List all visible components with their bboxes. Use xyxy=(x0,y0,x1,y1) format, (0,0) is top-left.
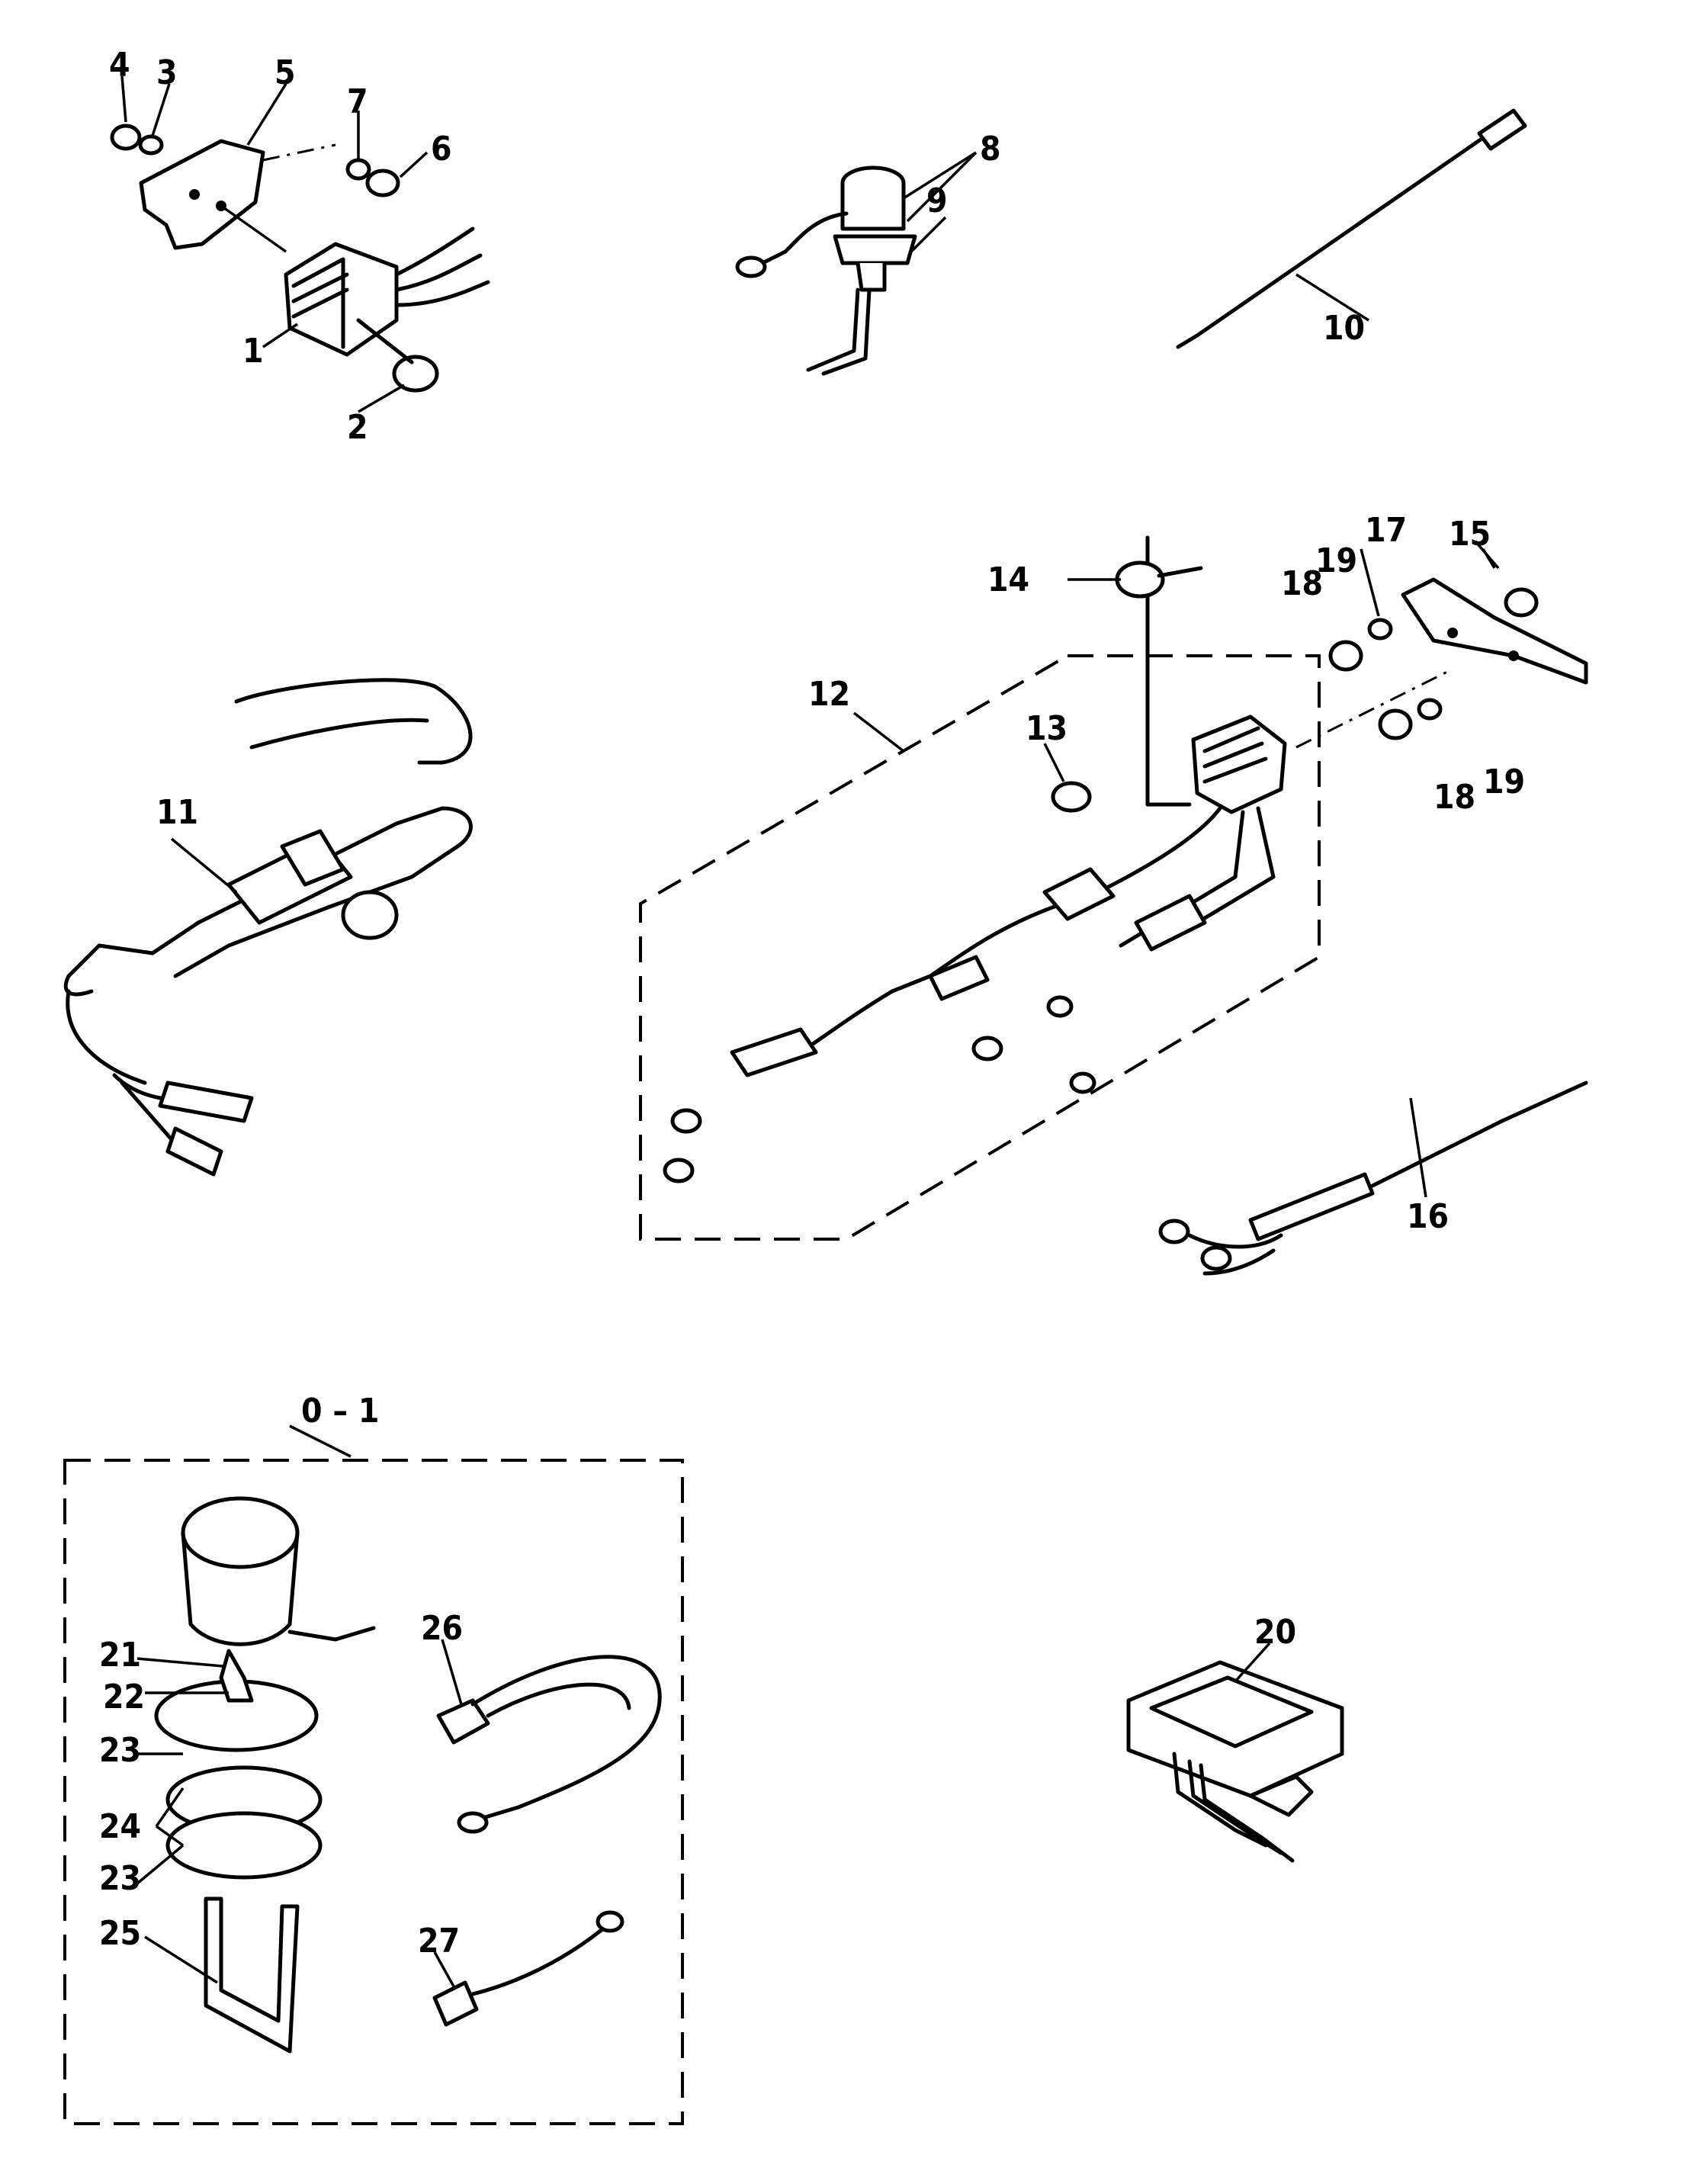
callout-7: 7 xyxy=(347,82,368,121)
callout-18-upper: 18 xyxy=(1281,564,1323,603)
lead-wire-16 xyxy=(1158,1081,1588,1276)
lead-wire-10 xyxy=(1176,108,1527,349)
callout-3: 3 xyxy=(156,53,178,92)
screw-2 xyxy=(392,355,439,393)
mounting-bracket-17 xyxy=(1295,540,1588,749)
callout-13: 13 xyxy=(1026,709,1068,748)
kit-outline-12 xyxy=(639,654,1321,1241)
callout-10: 10 xyxy=(1323,309,1365,348)
washer-7 xyxy=(345,158,371,181)
callout-20: 20 xyxy=(1254,1613,1296,1652)
screw-6 xyxy=(365,169,400,197)
callout-26: 26 xyxy=(421,1609,463,1648)
gauge-kit-0-1 xyxy=(63,1424,684,2125)
callout-16: 16 xyxy=(1407,1197,1449,1236)
callout-19-lower: 19 xyxy=(1483,763,1525,801)
regulator-kit-12 xyxy=(639,535,1321,1241)
callout-24: 24 xyxy=(99,1807,141,1846)
callout-1: 1 xyxy=(242,332,264,371)
callout-23-lower: 23 xyxy=(99,1859,141,1898)
washer-19-lower xyxy=(1417,698,1443,721)
callout-5: 5 xyxy=(274,53,296,92)
bolt-18-lower xyxy=(1378,708,1413,740)
callout-2: 2 xyxy=(347,408,368,447)
washer-19-upper xyxy=(1367,618,1393,641)
callout-8: 8 xyxy=(980,130,1001,169)
bracket-25 xyxy=(204,1896,300,2054)
mounting-bracket xyxy=(139,139,265,250)
callout-21: 21 xyxy=(99,1636,141,1675)
bolt-18-upper xyxy=(1328,640,1363,672)
washer-3 xyxy=(138,134,164,156)
callout-0-1: 0 – 1 xyxy=(301,1392,379,1431)
nut-15 xyxy=(1504,587,1539,618)
callout-18-lower: 18 xyxy=(1434,778,1475,817)
wiring-harness-11 xyxy=(63,678,473,1177)
kit-outline-0-1 xyxy=(63,1459,684,2125)
callout-17: 17 xyxy=(1365,511,1407,550)
rectifier-assembly xyxy=(110,75,490,413)
callout-labels: 4 3 5 7 6 1 2 8 9 10 11 12 13 14 15 16 1… xyxy=(99,46,1525,1961)
callout-12: 12 xyxy=(808,675,850,714)
grommet-13 xyxy=(1051,781,1092,813)
callout-4: 4 xyxy=(109,46,130,85)
callout-25: 25 xyxy=(99,1914,141,1953)
callout-6: 6 xyxy=(431,130,452,169)
callout-22: 22 xyxy=(103,1678,145,1716)
screw-14 xyxy=(1115,560,1165,599)
callout-14: 14 xyxy=(987,560,1029,599)
callout-27: 27 xyxy=(418,1922,460,1961)
callout-23-upper: 23 xyxy=(99,1731,141,1770)
control-module-20 xyxy=(1126,1642,1344,1863)
gauge-face xyxy=(181,1496,300,1569)
callout-11: 11 xyxy=(156,793,198,832)
callout-19-upper: 19 xyxy=(1315,541,1357,580)
ignition-switch xyxy=(735,151,978,376)
callout-9: 9 xyxy=(926,181,948,220)
nut-4 xyxy=(110,124,142,151)
regulator-body xyxy=(1191,715,1287,814)
ring-23-lower xyxy=(165,1811,323,1880)
callout-15: 15 xyxy=(1449,515,1491,554)
